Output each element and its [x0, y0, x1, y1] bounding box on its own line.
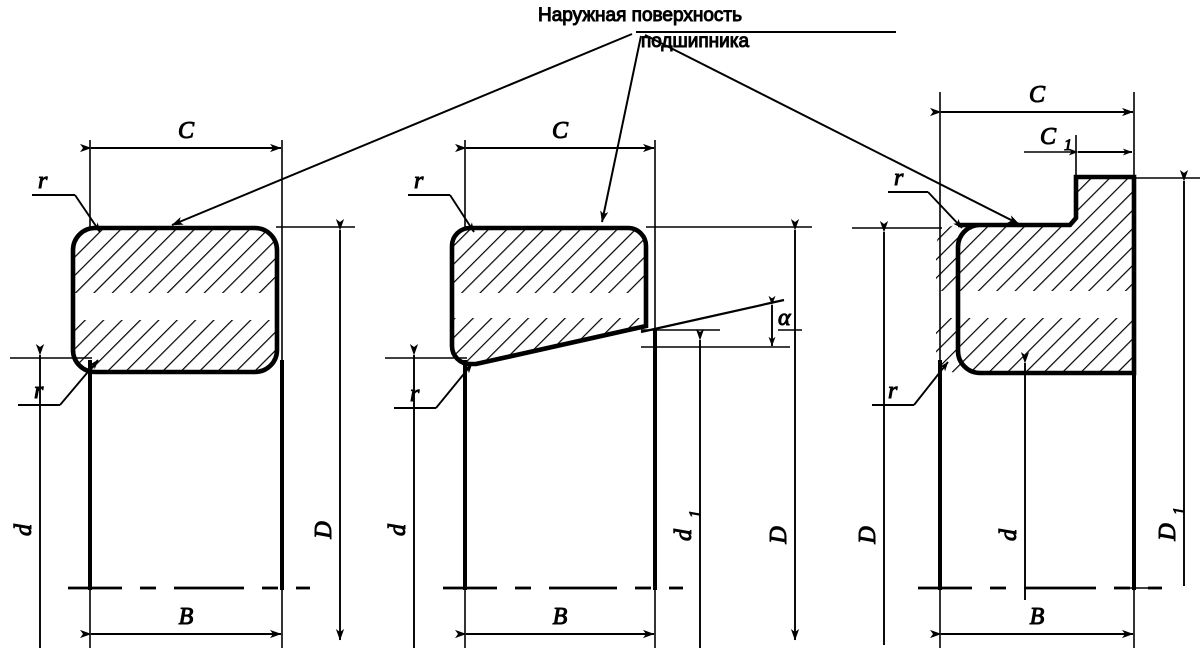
dimension-C1: C 1	[1024, 124, 1133, 156]
dimension-C: C	[80, 118, 282, 153]
dim-label-d: d	[11, 523, 37, 536]
leader-arm-top	[927, 191, 963, 229]
dim-label-B: B	[1030, 604, 1045, 630]
radius-label-top: r	[38, 168, 48, 194]
radius-label-bottom: r	[34, 378, 44, 404]
dim-label-D1-subscript: 1	[1171, 507, 1188, 515]
radius-leader-top: r	[888, 165, 963, 229]
leader-to-right-figure	[644, 34, 1020, 225]
alpha-taper-line	[640, 298, 785, 334]
dimension-d: d	[385, 344, 467, 648]
dim-label-C: C	[178, 118, 195, 144]
taper-angle-annotation: α	[640, 295, 802, 348]
radius-label-bottom: r	[888, 378, 898, 404]
dim-label-D: D	[311, 521, 337, 539]
dimension-C: C	[455, 118, 655, 153]
section-hatching	[936, 177, 1134, 373]
dimension-B: B	[80, 604, 282, 639]
dim-label-d1: d	[671, 528, 697, 541]
radius-label-bottom: r	[410, 381, 420, 407]
dimension-D: D	[276, 219, 355, 641]
dim-label-d: d	[385, 523, 411, 536]
figure-middle: C r r d α d	[385, 118, 812, 648]
leader-to-left-figure	[171, 33, 633, 226]
figure-left: C r r d D	[10, 118, 355, 648]
dim-label-B: B	[553, 604, 568, 630]
title-note: Наружная поверхность подшипника	[171, 5, 1020, 226]
title-line-1: Наружная поверхность	[538, 5, 742, 26]
leader-arm-bottom	[913, 361, 949, 406]
section-hatching	[452, 228, 646, 364]
radius-leader-top: r	[32, 168, 101, 233]
dim-label-D: D	[766, 526, 792, 544]
dim-label-C: C	[1029, 82, 1046, 108]
dim-label-C: C	[552, 118, 569, 144]
radius-label-top: r	[414, 168, 424, 194]
dimension-D1: D 1	[1128, 170, 1200, 589]
leader-arm-top	[449, 194, 475, 233]
dimension-d1: d 1	[671, 329, 705, 648]
dim-label-B: B	[179, 604, 194, 630]
radius-leader-bottom: r	[872, 361, 949, 406]
dimension-C: C	[930, 82, 1134, 117]
dim-label-d: d	[996, 528, 1022, 541]
dim-label-d1-subscript: 1	[687, 510, 704, 518]
radius-leader-bottom: r	[394, 363, 473, 409]
dimension-D: D	[646, 219, 812, 641]
section-hatching	[73, 228, 277, 372]
dimension-B: B	[930, 604, 1134, 639]
dim-label-D1: D	[1155, 523, 1181, 541]
leader-arm-top	[74, 194, 101, 233]
dim-label-C1: C	[1040, 124, 1057, 150]
dim-label-D: D	[855, 526, 881, 544]
radius-label-top: r	[894, 165, 904, 191]
dim-label-C1-subscript: 1	[1064, 137, 1072, 154]
leader-to-middle-figure	[600, 35, 642, 223]
angle-label-alpha: α	[778, 305, 791, 331]
dimension-d: d	[10, 344, 92, 648]
radius-leader-top: r	[408, 168, 475, 233]
dimension-D: D	[852, 221, 942, 645]
dimension-d: d	[996, 352, 1030, 600]
dimension-B: B	[455, 604, 655, 639]
